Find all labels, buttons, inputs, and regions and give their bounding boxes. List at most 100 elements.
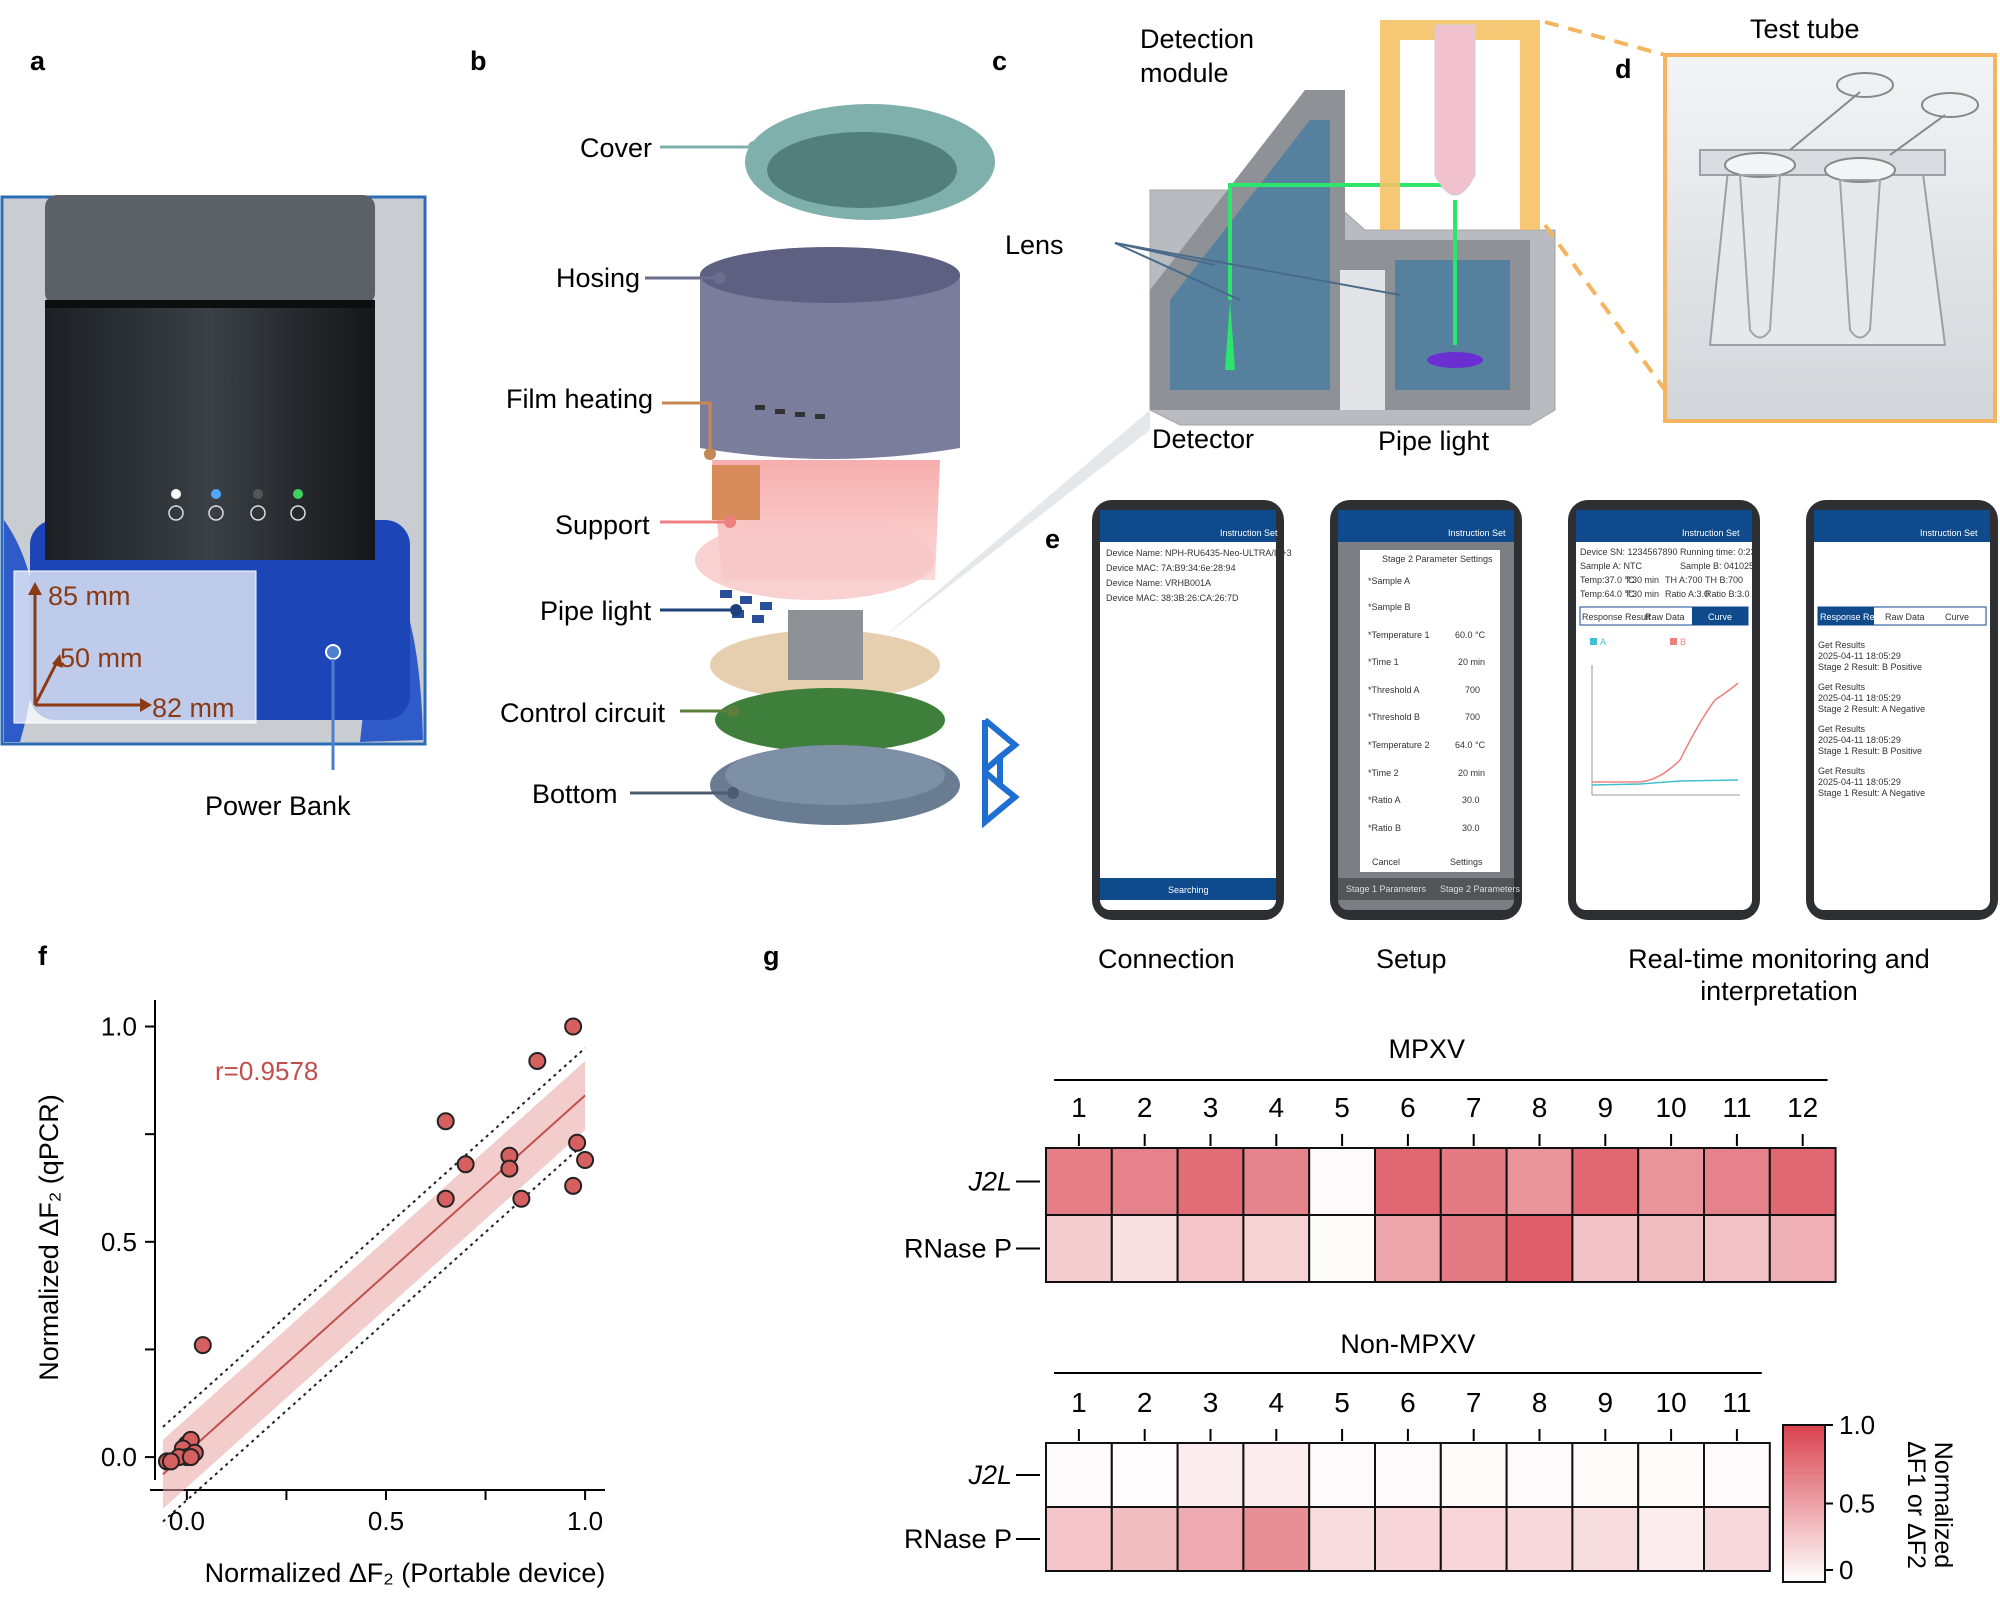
phone4-result-4: 2025-04-11 18:05:29 [1818, 693, 1901, 703]
heatmap-cell [1242, 1214, 1311, 1283]
heatmap-title: Non-MPXV [1340, 1329, 1475, 1359]
phone4-result-11: Stage 1 Result: A Negative [1818, 788, 1925, 798]
column-label: 9 [1598, 1387, 1614, 1418]
column-label: 5 [1334, 1387, 1350, 1418]
column-label: 10 [1656, 1092, 1687, 1123]
panel-label-d: d [1615, 54, 1632, 84]
part-label-support: Support [555, 510, 650, 540]
part-label-bottom: Bottom [532, 779, 618, 809]
heatmap-cell [1176, 1214, 1245, 1283]
panel-label-b: b [470, 46, 487, 76]
bluetooth-icon-large [982, 717, 1020, 829]
heatmap-cell [1505, 1442, 1574, 1508]
heatmap-cell [1242, 1442, 1311, 1508]
phone2-field-label-9: *Ratio B [1368, 823, 1401, 833]
phone1-header: Instruction Set [1220, 528, 1278, 538]
phone3-info-7: TH B:700 [1705, 575, 1743, 585]
heatmap-cell [1045, 1506, 1113, 1572]
power-icon [168, 505, 184, 521]
phone1-line-3: Device Name: VRHB001A [1106, 578, 1211, 588]
phone1-search-label: Searching [1168, 885, 1209, 895]
phone4-result-10: 2025-04-11 18:05:29 [1818, 777, 1901, 787]
phone4-result-2: Stage 2 Result: B Positive [1818, 662, 1922, 672]
heatmap-cell [1308, 1147, 1376, 1216]
heatmap-cell [1176, 1442, 1245, 1508]
phone4-tab-curve[interactable]: Curve [1945, 612, 1969, 622]
colorbar-label-line1: Normalized [1929, 1442, 1957, 1568]
data-point [564, 1017, 583, 1036]
phone2-field-value-7: 20 min [1458, 768, 1485, 778]
phone3-info-4: Temp:37.0 °C [1580, 575, 1635, 585]
column-label: 6 [1400, 1092, 1416, 1123]
data-point [564, 1176, 583, 1195]
phone4-result-7: 2025-04-11 18:05:29 [1818, 735, 1901, 745]
data-point [161, 1452, 180, 1471]
phone3-tab-response[interactable]: Response Result [1582, 612, 1651, 622]
heatmap-cell [1703, 1442, 1771, 1508]
phone2-field-value-8: 30.0 [1462, 795, 1480, 805]
phone3-legend-a: A [1600, 637, 1606, 647]
heatmap-cell [1703, 1506, 1771, 1572]
plus-icon [250, 505, 266, 521]
power-bank-label: Power Bank [205, 791, 351, 821]
part-label-pipe-light: Pipe light [540, 596, 652, 626]
phone4-result-0: Get Results [1818, 640, 1866, 650]
y-tick-label: 0.5 [101, 1227, 137, 1257]
phone2-field-label-4: *Threshold A [1368, 685, 1420, 695]
phone2-field-label-8: *Ratio A [1368, 795, 1401, 805]
panel-label-g: g [763, 941, 780, 971]
phone1-line-1: Device Name: NPH-RU6435-Neo-ULTRA/I8+3 [1106, 548, 1292, 558]
panel-label-e: e [1045, 524, 1060, 554]
data-point [500, 1159, 519, 1178]
phone4-result-6: Get Results [1818, 724, 1866, 734]
heatmap-cell [1374, 1147, 1442, 1216]
heatmap-cell [1571, 1506, 1640, 1572]
heatmap-cell [1374, 1506, 1442, 1572]
column-label: 11 [1722, 1387, 1751, 1418]
colorbar-tick-label: 0 [1839, 1555, 1853, 1585]
column-label: 6 [1400, 1387, 1416, 1418]
phone3-tab-curve[interactable]: Curve [1708, 612, 1732, 622]
phone4-tab-response[interactable]: Response Result [1820, 612, 1889, 622]
data-point [576, 1151, 595, 1169]
x-tick-label: 1.0 [567, 1506, 603, 1536]
phone4-header: Instruction Set [1920, 528, 1978, 538]
detector-label: Detector [1152, 424, 1254, 454]
phone3-tab-raw[interactable]: Raw Data [1645, 612, 1685, 622]
panel-label-c: c [992, 46, 1007, 76]
heatmap-cell [1110, 1214, 1179, 1283]
part-label-film-heating: Film heating [506, 384, 653, 414]
phone2-settings-button[interactable]: Settings [1450, 857, 1483, 867]
column-label: 4 [1269, 1092, 1285, 1123]
test-tube-label: Test tube [1750, 14, 1860, 44]
data-point [181, 1448, 200, 1467]
caption-setup: Setup [1376, 944, 1447, 974]
heatmap-cell [1308, 1442, 1376, 1508]
row-label: RNase P [904, 1234, 1012, 1264]
phone2-tab-stage1[interactable]: Stage 1 Parameters [1346, 884, 1427, 894]
colorbar-label-line2: ΔF1 or ΔF2 [1902, 1441, 1930, 1569]
heatmap-cell [1110, 1506, 1179, 1572]
heatmap-cell [1703, 1214, 1771, 1283]
phone4-tab-raw[interactable]: Raw Data [1885, 612, 1925, 622]
heatmap-cell [1571, 1442, 1640, 1508]
panel-label-a: a [30, 46, 46, 76]
heatmap-cell [1176, 1147, 1245, 1216]
phone1-line-4: Device MAC: 38:3B:26:CA:26:7D [1106, 593, 1239, 603]
phone3-curve-a [1591, 779, 1739, 786]
heatmap-cell [1505, 1214, 1574, 1283]
phone2-cancel-button[interactable]: Cancel [1372, 857, 1400, 867]
phone2-tab-stage2[interactable]: Stage 2 Parameters [1440, 884, 1521, 894]
column-label: 4 [1269, 1387, 1285, 1418]
y-tick-label: 0.0 [101, 1442, 137, 1472]
heatmap-cell [1439, 1214, 1508, 1283]
caption-monitoring-2: interpretation [1700, 976, 1858, 1006]
phone1-search-button[interactable] [1100, 878, 1276, 900]
heatmap-cell [1374, 1214, 1442, 1283]
heatmap-cell [1439, 1147, 1508, 1216]
phone2-field-value-4: 700 [1465, 685, 1480, 695]
